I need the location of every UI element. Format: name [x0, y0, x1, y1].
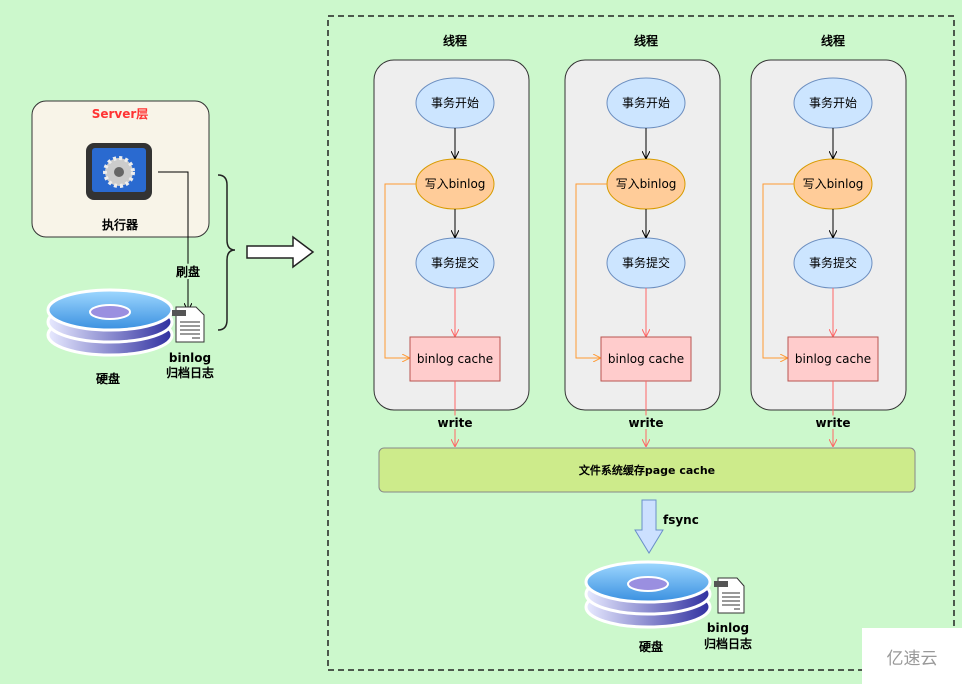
write-binlog-label: 写入binlog	[803, 177, 864, 191]
server-layer-box: Server层 执行器	[31, 100, 210, 238]
bottom-disk-icon	[584, 560, 712, 629]
binlog-cache-label: binlog cache	[417, 352, 493, 366]
server-title: Server层	[92, 107, 149, 121]
flush-label: 刷盘	[176, 264, 200, 279]
executor-gear-icon	[86, 143, 152, 200]
disk-icon	[46, 288, 174, 357]
txn-start-label: 事务开始	[622, 95, 670, 110]
page-cache-label: 文件系统缓存page cache	[579, 463, 715, 477]
page-cache-box	[378, 447, 916, 493]
binlog-cache-box	[600, 336, 692, 382]
binlog-cache-box	[787, 336, 879, 382]
os-frame	[327, 15, 955, 671]
bottom-binlog-archive-label: 归档日志	[704, 636, 752, 651]
thread-panel	[750, 59, 907, 411]
write-binlog-label: 写入binlog	[425, 177, 486, 191]
txn-start-label: 事务开始	[431, 95, 479, 110]
binlog-cache-label: binlog cache	[608, 352, 684, 366]
write-label: write	[629, 416, 664, 430]
write-binlog-label: 写入binlog	[616, 177, 677, 191]
txn-commit-label: 事务提交	[622, 255, 670, 270]
log-file-icon	[172, 306, 205, 343]
txn-commit-label: 事务提交	[431, 255, 479, 270]
brace	[217, 174, 236, 331]
bottom-log-file-icon	[714, 577, 745, 614]
bottom-disk-label: 硬盘	[639, 639, 663, 654]
txn-start-label: 事务开始	[809, 95, 857, 110]
fsync-label: fsync	[663, 513, 699, 527]
thread-title: 线程	[634, 33, 658, 48]
thread-title: 线程	[821, 33, 845, 48]
disk-label: 硬盘	[96, 371, 120, 386]
write-cache-arrow	[384, 183, 416, 358]
write-cache-arrow	[762, 183, 794, 358]
bottom-binlog-label: binlog	[707, 621, 749, 635]
flush-arrow	[158, 171, 188, 310]
executor-label: 执行器	[102, 217, 139, 232]
binlog-label: binlog	[169, 351, 211, 365]
write-cache-arrow	[575, 183, 607, 358]
txn-commit-label: 事务提交	[809, 255, 857, 270]
binlog-cache-box	[409, 336, 501, 382]
write-label: write	[438, 416, 473, 430]
write-label: write	[816, 416, 851, 430]
watermark-text: 亿速云	[886, 648, 938, 669]
binlog-cache-label: binlog cache	[795, 352, 871, 366]
thread-title: 线程	[443, 33, 467, 48]
watermark-logo: 亿速云	[862, 628, 962, 684]
fsync-arrow-icon	[634, 499, 664, 554]
right-arrow-icon	[246, 235, 315, 269]
binlog-archive-label: 归档日志	[166, 365, 214, 380]
